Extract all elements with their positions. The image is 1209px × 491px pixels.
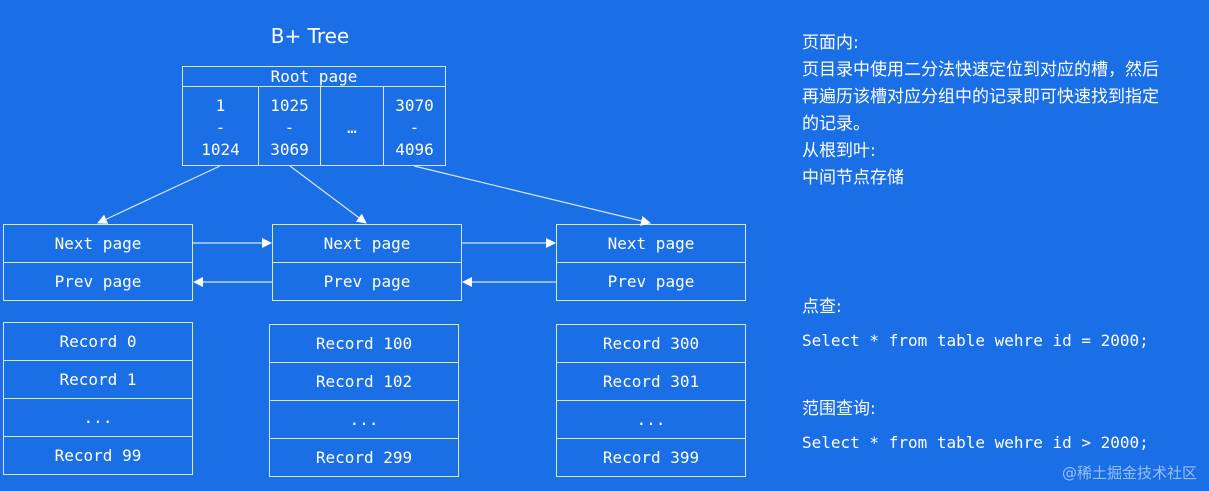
leaf-1-record: Record 99	[3, 436, 193, 475]
leaf-1-next-page: Next page	[3, 224, 193, 263]
key-end: 1024	[201, 140, 240, 159]
root-to-leaf-2-arrow	[289, 165, 367, 224]
key-start: 3070	[395, 96, 434, 115]
key-dash: -	[215, 118, 226, 137]
range-query-sql: Select * from table wehre id > 2000;	[802, 433, 1149, 452]
leaf-3-prev-page: Prev page	[556, 262, 746, 301]
key-dash: -	[284, 118, 295, 137]
point-query-label: 点查:	[802, 297, 842, 317]
leaf-3-record: Record 399	[556, 438, 746, 477]
leaf-2-record: Record 100	[269, 324, 459, 363]
leaf-2-prev-page: Prev page	[272, 262, 462, 301]
watermark: @稀土掘金技术社区	[1061, 464, 1197, 482]
root-to-leaf-text: 中间节点存储	[802, 168, 904, 188]
point-query-sql: Select * from table wehre id = 2000;	[802, 331, 1149, 350]
in-page-label: 页面内:	[802, 33, 859, 53]
root-key-range-3: 3070 - 4096	[383, 86, 446, 166]
range-query-label: 范围查询:	[802, 399, 876, 419]
leaf-1-prev-page: Prev page	[3, 262, 193, 301]
root-to-leaf-1-arrow	[97, 165, 221, 224]
key-end: 4096	[395, 140, 434, 159]
key-start: 1025	[270, 96, 309, 115]
key-start: 1	[215, 96, 226, 115]
in-page-text: 的记录。	[802, 114, 870, 134]
leaf-2-record: Record 299	[269, 438, 459, 477]
key-dash: -	[409, 118, 420, 137]
point-query-section: 点查: Select * from table wehre id = 2000;	[802, 294, 1202, 354]
notes-panel: 页面内: 页目录中使用二分法快速定位到对应的槽，然后 再遍历该槽对应分组中的记录…	[802, 30, 1202, 192]
in-page-text: 页目录中使用二分法快速定位到对应的槽，然后	[802, 60, 1159, 80]
in-page-text: 再遍历该槽对应分组中的记录即可快速找到指定	[802, 87, 1159, 107]
root-to-leaf-label: 从根到叶:	[802, 141, 876, 161]
range-query-section: 范围查询: Select * from table wehre id > 200…	[802, 396, 1202, 456]
root-to-leaf-3-arrow	[413, 165, 651, 226]
diagram-title: B+ Tree	[270, 24, 350, 48]
key-end: 3069	[270, 140, 309, 159]
ellipsis: …	[347, 118, 357, 137]
